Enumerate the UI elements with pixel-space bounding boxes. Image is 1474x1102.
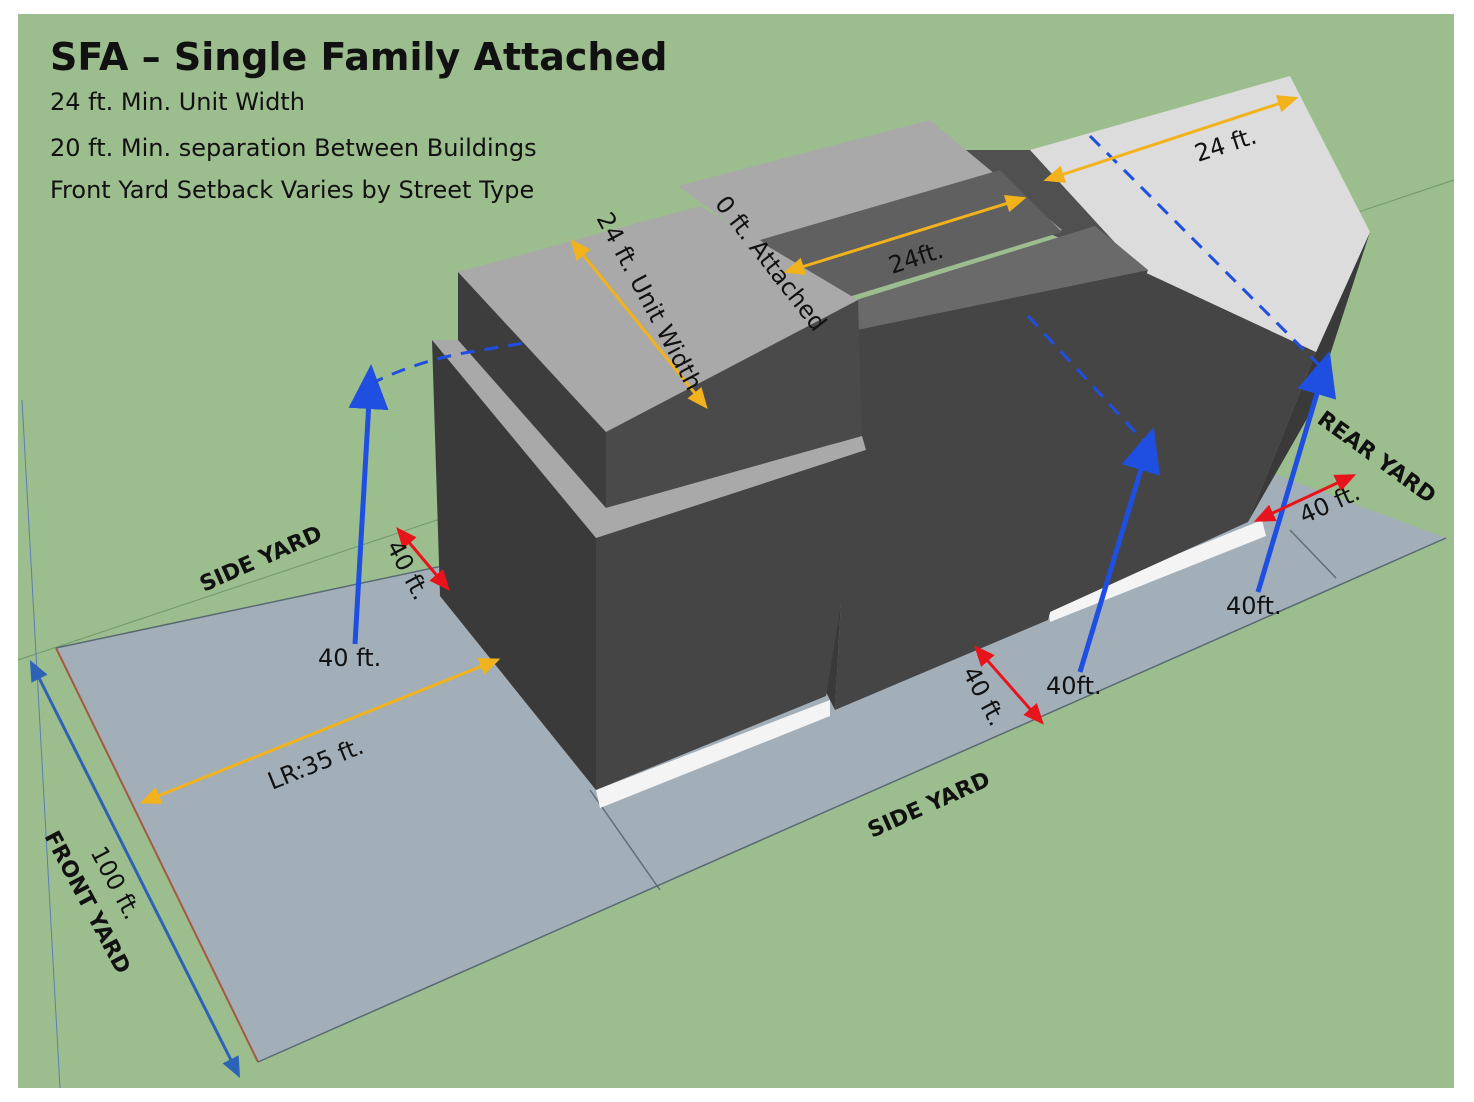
building-base-slab [596,700,830,808]
width-arrow-unit [570,238,708,410]
height-arrow-middle [1077,426,1160,673]
height-guide-left [369,340,531,386]
height-right-label: 40ft. [1226,592,1282,620]
lot-width-arrow [29,659,241,1079]
height-left-label: 40 ft. [318,644,381,672]
lot-edge [257,537,1447,1063]
height-guide-middle [1026,314,1150,448]
header-line-2: 20 ft. Min. separation Between Buildings [50,134,537,162]
building-unit-left-upper-front [606,300,862,508]
building-unit-left-lower-front [596,450,866,790]
height-middle-label: 40ft. [1046,672,1102,700]
setback-line-rear [1289,529,1337,579]
building-unit-middle-top [840,226,1148,330]
rear-setback-arrow [1253,474,1357,522]
width-arrow-right [1043,95,1299,183]
diagram-title: SFA – Single Family Attached [50,35,667,79]
building-unit-middle-front [835,270,1148,710]
building-unit-left-upper-side [458,272,606,508]
side-setback-arrow-back [396,527,450,591]
width-arrow-middle [783,194,1027,276]
building-unit-left-stepback [432,340,866,538]
building-unit-left-lower-side [432,340,596,790]
height-arrow-left [348,364,389,645]
side-setback-arrow-front [974,645,1044,725]
header-line-3: Front Yard Setback Varies by Street Type [50,176,534,204]
building-unit-right-front [1050,270,1316,612]
header-line-1: 24 ft. Min. Unit Width [50,88,305,116]
